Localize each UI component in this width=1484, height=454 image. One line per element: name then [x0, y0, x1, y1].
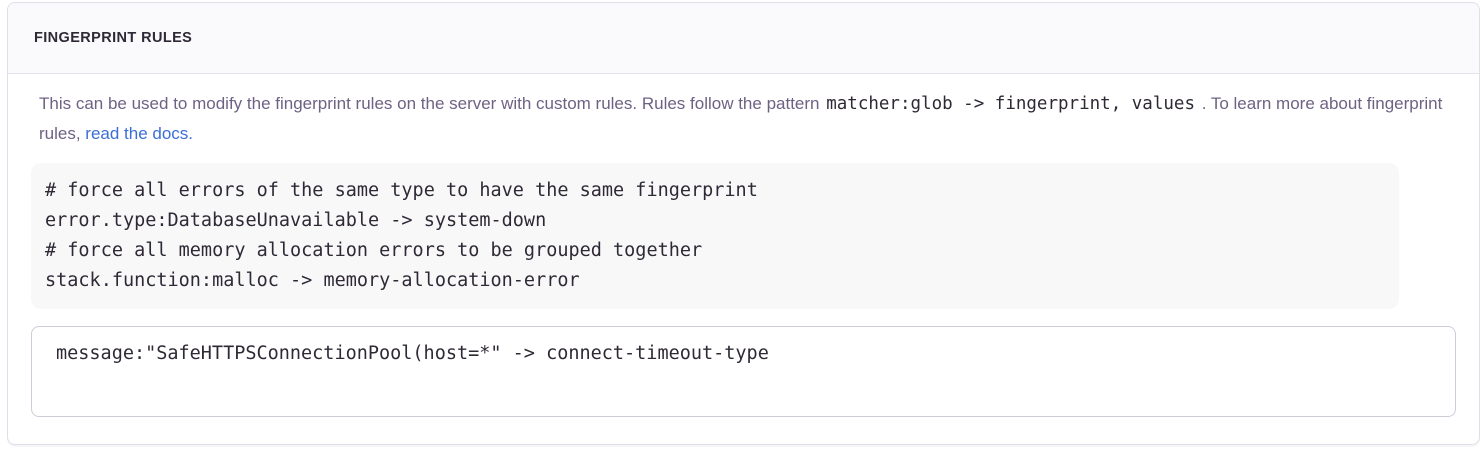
description-text-after: . To learn more about fingerprint rules, [39, 94, 1443, 143]
panel-description: This can be used to modify the fingerpri… [31, 89, 1456, 149]
example-code-block: # force all errors of the same type to h… [31, 163, 1399, 309]
description-text-before: This can be used to modify the fingerpri… [39, 94, 825, 113]
fingerprint-rules-textarea[interactable]: message:"SafeHTTPSConnectionPool(host=*"… [31, 326, 1456, 417]
read-the-docs-link[interactable]: read the docs. [85, 124, 194, 143]
panel-body: This can be used to modify the fingerpri… [8, 74, 1479, 444]
fingerprint-rules-panel: FINGERPRINT RULES This can be used to mo… [7, 2, 1480, 445]
pattern-inline-code: matcher:glob -> fingerprint, values [826, 94, 1195, 114]
panel-title: FINGERPRINT RULES [34, 30, 193, 46]
panel-header: FINGERPRINT RULES [8, 3, 1479, 74]
